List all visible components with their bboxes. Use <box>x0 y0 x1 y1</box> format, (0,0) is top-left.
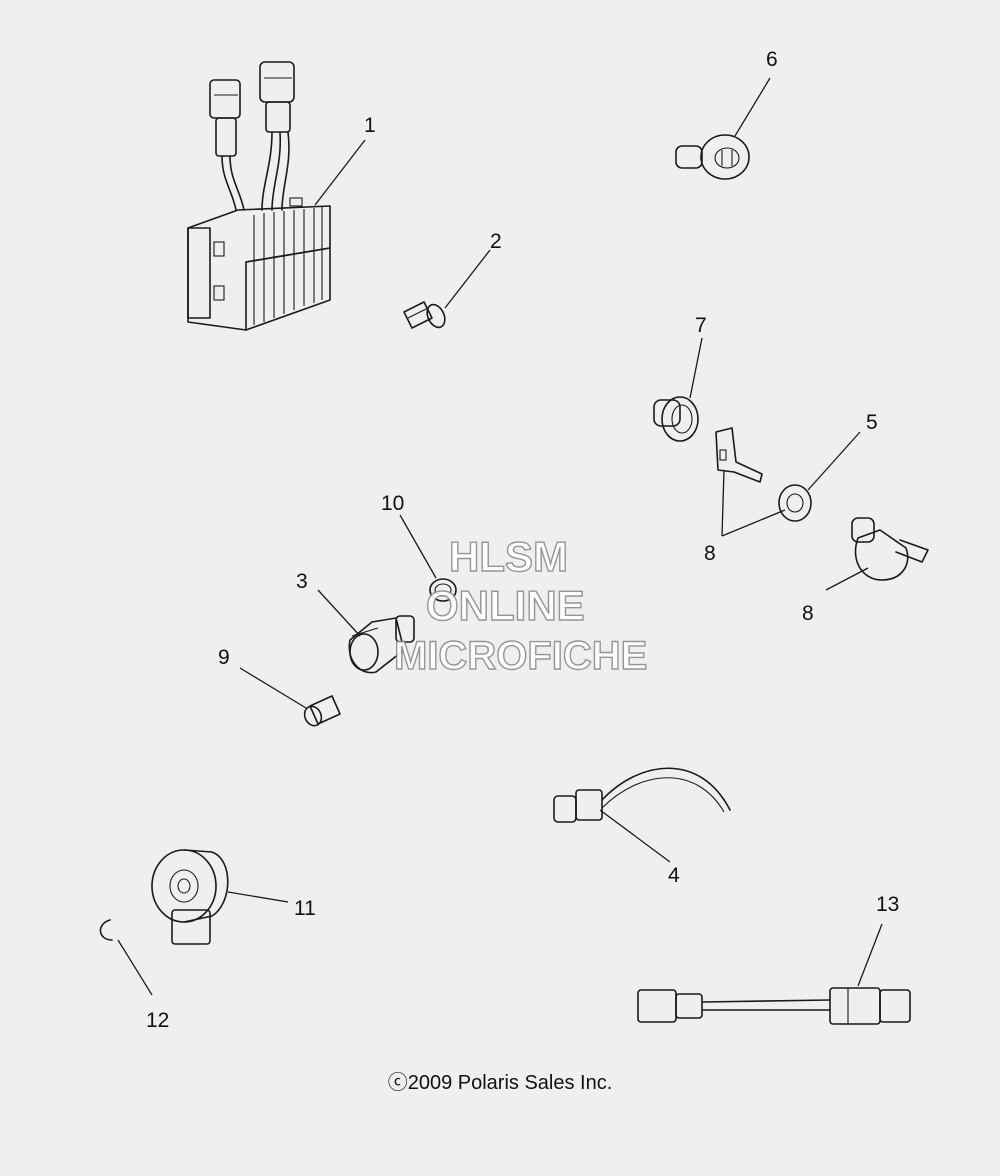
leader-3 <box>317 589 361 637</box>
callout-1: 1 <box>364 114 376 137</box>
leader-13 <box>857 923 883 987</box>
callout-13: 13 <box>876 893 899 916</box>
callout-10: 10 <box>381 492 404 515</box>
watermark-line-1: HLSM <box>449 533 568 580</box>
callout-3: 3 <box>296 570 308 593</box>
part-6-cap <box>675 134 750 180</box>
leader-5 <box>807 431 861 491</box>
leader-4 <box>599 809 671 863</box>
part-8-terminal-clip <box>715 427 763 483</box>
leader-12 <box>117 939 153 996</box>
watermark: HLSM ONLINE MICROFICHE <box>393 532 648 678</box>
leader-8b <box>825 567 869 591</box>
callout-4: 4 <box>668 864 680 887</box>
callout-6: 6 <box>766 48 778 71</box>
watermark-line-2: ONLINE <box>426 582 585 629</box>
leader-1 <box>314 139 366 206</box>
part-9-screw <box>303 695 341 727</box>
part-1-voltage-regulator <box>187 61 331 331</box>
leader-7 <box>689 337 703 399</box>
callout-2: 2 <box>490 230 502 253</box>
part-12-e-clip <box>99 919 113 941</box>
callout-11: 11 <box>294 897 316 920</box>
part-2-screw <box>403 301 446 329</box>
callout-5: 5 <box>866 411 878 434</box>
part-11-knock-sensor <box>151 849 229 945</box>
callout-7: 7 <box>695 314 707 337</box>
leader-11 <box>227 891 289 903</box>
leader-9 <box>239 667 307 709</box>
part-13-harness <box>637 987 911 1025</box>
copyright-text: ⓒ2009 Polaris Sales Inc. <box>387 1072 613 1094</box>
part-3-sensor <box>348 615 415 674</box>
callout-9: 9 <box>218 646 230 669</box>
part-7-plug <box>653 396 699 442</box>
leader-10 <box>399 514 437 579</box>
part-10-o-ring <box>429 578 457 602</box>
leader-6 <box>734 77 771 137</box>
part-8-switch <box>851 517 929 581</box>
leader-2 <box>444 249 491 309</box>
leader-8a-1 <box>721 469 725 537</box>
callout-12: 12 <box>146 1009 169 1032</box>
part-5-nut <box>778 484 812 522</box>
leader-8a-2 <box>721 509 786 537</box>
part-4-temp-sensor <box>553 767 731 823</box>
callout-8a: 8 <box>704 542 716 565</box>
callout-8b: 8 <box>802 602 814 625</box>
watermark-line-3: MICROFICHE <box>394 634 647 678</box>
